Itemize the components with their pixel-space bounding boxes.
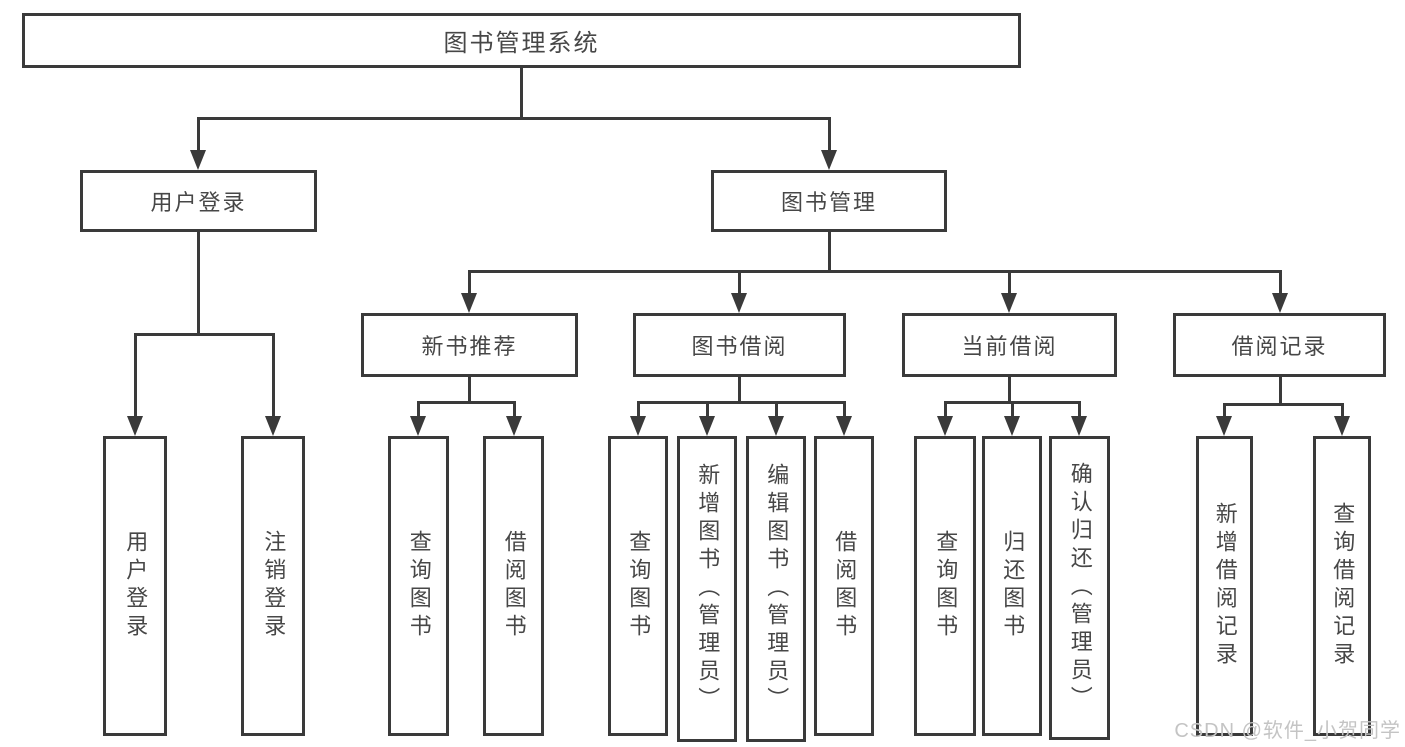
leaf-add-borrow-record: 新增借阅记录 bbox=[1196, 436, 1253, 736]
leaf-confirm-return-admin: 确认归还（管理员） bbox=[1049, 436, 1110, 740]
leaf-query-books-recommend: 查询图书 bbox=[388, 436, 449, 736]
arrow-down-icon bbox=[821, 150, 837, 170]
connector-line bbox=[828, 232, 831, 273]
arrow-down-icon bbox=[1001, 293, 1017, 313]
connector-line bbox=[1223, 403, 1344, 406]
connector-line bbox=[1341, 403, 1344, 419]
connector-line bbox=[843, 401, 846, 419]
node-current-borrow: 当前借阅 bbox=[902, 313, 1117, 377]
arrow-down-icon bbox=[630, 416, 646, 436]
leaf-add-books-admin: 新增图书（管理员） bbox=[677, 436, 737, 742]
connector-line bbox=[272, 333, 275, 419]
arrow-down-icon bbox=[1272, 293, 1288, 313]
arrow-down-icon bbox=[1216, 416, 1232, 436]
arrow-down-icon bbox=[1334, 416, 1350, 436]
arrow-down-icon bbox=[461, 293, 477, 313]
leaf-borrow-books-recommend: 借阅图书 bbox=[483, 436, 544, 736]
connector-line bbox=[828, 117, 831, 153]
node-borrow-records: 借阅记录 bbox=[1173, 313, 1386, 377]
connector-line bbox=[738, 270, 741, 296]
connector-line bbox=[197, 232, 200, 336]
arrow-down-icon bbox=[1071, 416, 1087, 436]
arrow-down-icon bbox=[1004, 416, 1020, 436]
connector-line bbox=[417, 401, 516, 404]
connector-line bbox=[738, 377, 741, 404]
arrow-down-icon bbox=[937, 416, 953, 436]
connector-line bbox=[637, 401, 845, 404]
connector-line bbox=[513, 401, 516, 419]
connector-line bbox=[1279, 377, 1282, 406]
leaf-user-login: 用户登录 bbox=[103, 436, 167, 736]
node-book-management: 图书管理 bbox=[711, 170, 947, 232]
leaf-logout: 注销登录 bbox=[241, 436, 305, 736]
connector-line bbox=[944, 401, 947, 419]
arrow-down-icon bbox=[190, 150, 206, 170]
connector-line bbox=[134, 333, 137, 419]
connector-line bbox=[468, 377, 471, 404]
connector-line bbox=[197, 117, 831, 120]
connector-line bbox=[775, 401, 778, 419]
arrow-down-icon bbox=[506, 416, 522, 436]
leaf-query-borrow-record: 查询借阅记录 bbox=[1313, 436, 1371, 736]
leaf-edit-books-admin: 编辑图书（管理员） bbox=[746, 436, 806, 742]
arrow-down-icon bbox=[699, 416, 715, 436]
connector-line bbox=[706, 401, 709, 419]
connector-line bbox=[468, 270, 1282, 273]
connector-line bbox=[520, 68, 523, 120]
leaf-borrow-books: 借阅图书 bbox=[814, 436, 874, 736]
arrow-down-icon bbox=[265, 416, 281, 436]
connector-line bbox=[637, 401, 640, 419]
leaf-query-books-borrow: 查询图书 bbox=[608, 436, 668, 736]
arrow-down-icon bbox=[731, 293, 747, 313]
leaf-return-books: 归还图书 bbox=[982, 436, 1042, 736]
leaf-query-books-current: 查询图书 bbox=[914, 436, 976, 736]
node-book-borrow: 图书借阅 bbox=[633, 313, 846, 377]
connector-line bbox=[1008, 270, 1011, 296]
connector-line bbox=[417, 401, 420, 419]
arrow-down-icon bbox=[127, 416, 143, 436]
arrow-down-icon bbox=[768, 416, 784, 436]
arrow-down-icon bbox=[410, 416, 426, 436]
csdn-watermark: CSDN @软件_小贺同学 bbox=[1174, 720, 1401, 742]
connector-line bbox=[1078, 401, 1081, 419]
node-user-login: 用户登录 bbox=[80, 170, 317, 232]
connector-line bbox=[134, 333, 275, 336]
connector-line bbox=[468, 270, 471, 296]
connector-line bbox=[1223, 403, 1226, 419]
connector-line bbox=[1011, 401, 1014, 419]
connector-line bbox=[197, 117, 200, 153]
connector-line bbox=[1008, 377, 1011, 404]
node-root-library-system: 图书管理系统 bbox=[22, 13, 1021, 68]
node-new-book-recommend: 新书推荐 bbox=[361, 313, 578, 377]
connector-line bbox=[1279, 270, 1282, 296]
arrow-down-icon bbox=[836, 416, 852, 436]
